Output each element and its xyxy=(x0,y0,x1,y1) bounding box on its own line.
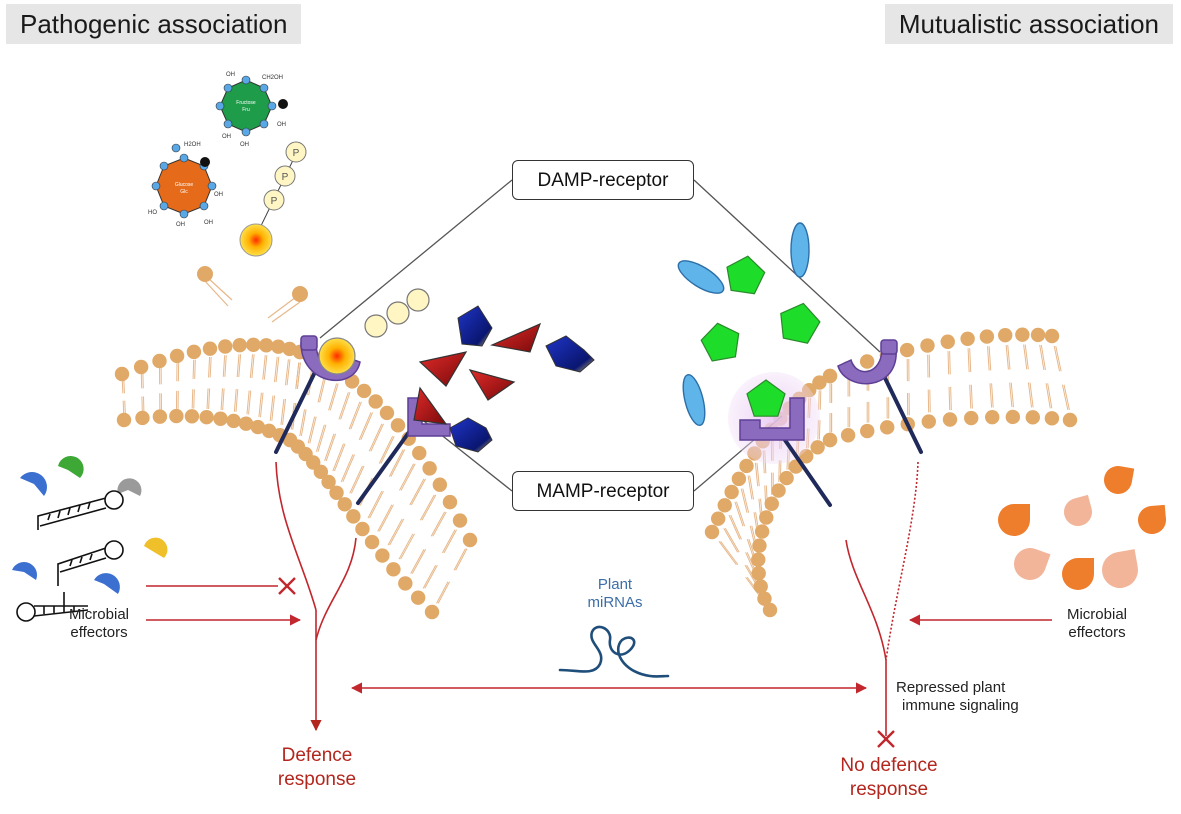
atp-ligand-bound xyxy=(318,288,430,375)
svg-text:Fru: Fru xyxy=(242,107,250,113)
damp-connector-left xyxy=(319,179,513,339)
header-pathogenic-association: Pathogenic association xyxy=(6,4,302,44)
mamp-receptor-right-icon xyxy=(739,397,805,441)
svg-text:Glucose: Glucose xyxy=(175,182,194,188)
damp-green-molecules xyxy=(700,255,821,417)
free-lipids xyxy=(197,266,308,323)
mirna-icon xyxy=(558,625,670,678)
damp-receptor-label: DAMP-receptor xyxy=(512,160,694,200)
svg-text:OH: OH xyxy=(222,134,231,140)
damp-receptor-right-icon xyxy=(837,347,897,385)
signal-path-left-1 xyxy=(275,461,317,611)
svg-text:OH: OH xyxy=(240,142,249,148)
svg-text:H2OH: H2OH xyxy=(184,142,201,148)
signaling-pathways xyxy=(146,461,1052,736)
microbial-effectors-left xyxy=(12,455,168,622)
svg-text:OH: OH xyxy=(226,72,235,78)
svg-text:Fructose: Fructose xyxy=(236,100,256,106)
svg-text:OH: OH xyxy=(204,220,213,226)
signal-path-left-2 xyxy=(315,537,357,641)
svg-text:CH2OH: CH2OH xyxy=(262,75,283,81)
mamp-red-molecules xyxy=(413,322,542,425)
mamp-blue-molecules xyxy=(449,305,595,453)
damp-connector-right xyxy=(693,179,881,353)
sugar-molecules: Fructose Fru Glucose Glc P P xyxy=(148,72,307,257)
header-mutualistic-association: Mutualistic association xyxy=(884,4,1173,44)
receptor-stalks xyxy=(274,370,923,507)
svg-text:HO: HO xyxy=(148,210,157,216)
signal-path-right-2 xyxy=(885,461,919,661)
svg-text:OH: OH xyxy=(214,192,223,198)
svg-text:P: P xyxy=(271,196,278,207)
glucose-molecule: Glucose Glc xyxy=(151,143,217,219)
block-crosses xyxy=(278,577,895,748)
svg-text:OH: OH xyxy=(277,122,286,128)
mamp-receptor-label: MAMP-receptor xyxy=(512,471,694,511)
svg-text:Glc: Glc xyxy=(180,189,188,195)
svg-text:OH: OH xyxy=(176,222,185,228)
atp-molecule: P P P xyxy=(239,141,307,257)
blue-spores xyxy=(677,222,810,427)
svg-text:P: P xyxy=(293,148,300,159)
svg-text:P: P xyxy=(282,172,289,183)
signal-path-right-1 xyxy=(845,539,887,661)
fructose-molecule: Fructose Fru xyxy=(215,75,288,137)
microbial-effectors-right xyxy=(998,466,1166,590)
